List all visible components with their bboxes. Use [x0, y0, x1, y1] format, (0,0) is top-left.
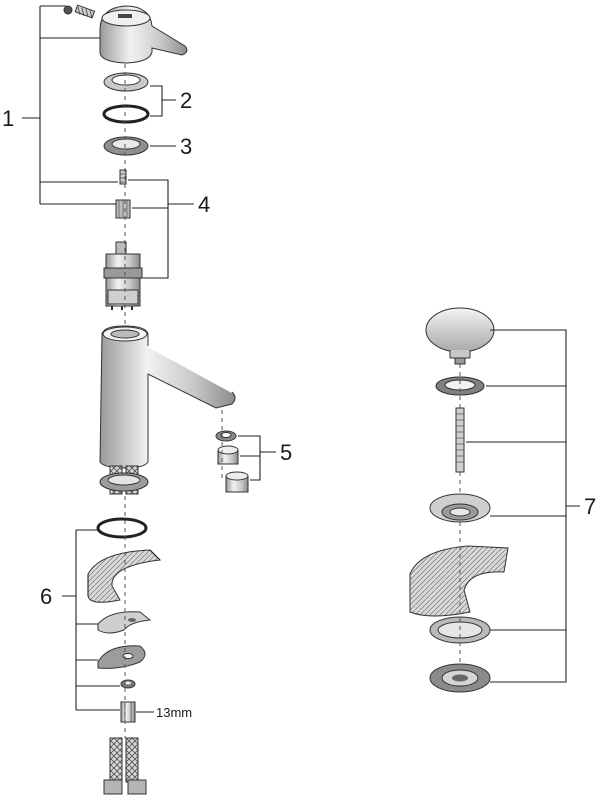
basin-section [409, 545, 509, 617]
waste-body [429, 493, 491, 523]
callout-4: 4 [198, 192, 210, 217]
adaptor [115, 199, 131, 219]
leader-4 [128, 179, 194, 279]
leader-2 [150, 85, 176, 117]
grub-screw [63, 4, 96, 19]
fixing-plate [97, 645, 146, 669]
cartridge [103, 241, 143, 310]
cover-ring [103, 72, 149, 92]
fixing-nut [120, 701, 136, 723]
waste-cap [425, 307, 495, 365]
aerator-insert [217, 445, 239, 465]
supply-hoses [103, 737, 147, 795]
faucet-body [99, 325, 236, 469]
leader-5 [238, 435, 276, 481]
leader-6 [62, 529, 120, 711]
base-plate [99, 472, 149, 492]
callout-7: 7 [584, 494, 596, 519]
waste-nut [429, 663, 491, 693]
o-ring [102, 104, 150, 124]
lever-handle [99, 5, 188, 64]
gasket-ring [96, 517, 148, 539]
callout-6: 6 [40, 584, 52, 609]
countertop-section [87, 549, 162, 603]
callout-5: 5 [280, 440, 292, 465]
waste-seal [435, 376, 485, 396]
callout-1: 1 [2, 106, 14, 131]
wrench-size-label: 13mm [156, 705, 192, 720]
leader-7 [466, 329, 580, 683]
callout-3: 3 [180, 134, 192, 159]
aerator-housing [225, 471, 249, 493]
leader-1 [22, 5, 118, 205]
fixing-clamp [97, 611, 152, 634]
waste-rod [455, 407, 465, 473]
callout-2: 2 [180, 88, 192, 113]
aerator-washer [215, 430, 237, 442]
fixing-washer [120, 679, 136, 689]
threaded-ring [103, 136, 149, 156]
